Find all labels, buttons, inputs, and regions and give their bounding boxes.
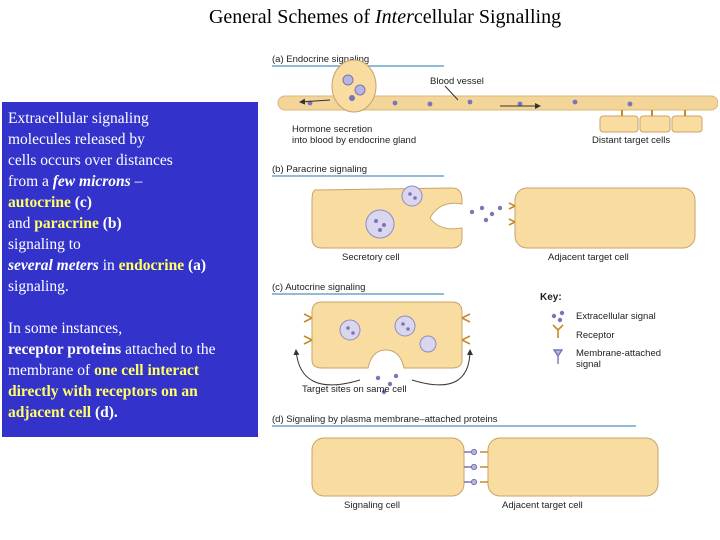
receptor-icon: [552, 324, 564, 338]
panel-paracrine: (b) Paracrine signaling Secretory cell A…: [272, 164, 696, 263]
paragraph-2: In some instances, receptor proteins att…: [8, 320, 216, 421]
target-cell: [599, 115, 639, 133]
secretory-cell-label: Secretory cell: [342, 252, 400, 263]
target-cell: [639, 115, 671, 133]
legend-extracellular: Extracellular signal: [576, 311, 656, 322]
blood-vessel: [277, 95, 718, 111]
panel-membrane-attached: (d) Signaling by plasma membrane–attache…: [272, 414, 659, 511]
explanation-box: Extracellular signaling molecules releas…: [2, 102, 258, 437]
hormone-caption-2: into blood by endocrine gland: [292, 135, 416, 146]
heading-paracrine: (b) Paracrine signaling: [272, 164, 367, 175]
blood-vessel-label: Blood vessel: [430, 76, 484, 87]
legend: Key: Extracellular signal Receptor Membr…: [540, 292, 661, 370]
panel-endocrine: (a) Endocrine signaling Blood vessel Hor…: [272, 54, 718, 146]
endocrine-gland: [331, 59, 377, 113]
legend-receptor: Receptor: [576, 330, 615, 341]
membrane-signal-icon: [552, 349, 564, 364]
heading-endocrine: (a) Endocrine signaling: [272, 54, 369, 65]
panel-autocrine: (c) Autocrine signaling Target sites on …: [272, 282, 473, 395]
heading-membrane-attached: (d) Signaling by plasma membrane–attache…: [272, 414, 498, 425]
distant-target-label: Distant target cells: [592, 135, 670, 146]
hormone-caption-1: Hormone secretion: [292, 124, 372, 135]
signaling-figure: (a) Endocrine signaling Blood vessel Hor…: [272, 54, 718, 511]
target-cell: [671, 115, 703, 133]
autocrine-cell: [311, 301, 463, 369]
signaling-cell: [311, 437, 465, 497]
adjacent-cell-label-d: Adjacent target cell: [502, 500, 583, 511]
paragraph-1: Extracellular signaling molecules releas…: [8, 110, 207, 295]
page-title: General Schemes of Intercellular Signall…: [208, 6, 562, 28]
extracellular-signal-icon: [551, 313, 557, 319]
legend-membrane-1: Membrane-attached: [576, 348, 661, 359]
legend-title: Key:: [540, 292, 562, 303]
heading-autocrine: (c) Autocrine signaling: [272, 282, 365, 293]
adjacent-target-cell: [514, 187, 696, 249]
target-sites-label: Target sites on same cell: [302, 384, 407, 395]
adjacent-cell-label-b: Adjacent target cell: [548, 252, 629, 263]
legend-membrane-2: signal: [576, 359, 601, 370]
adjacent-target-cell-d: [487, 437, 659, 497]
signaling-cell-label: Signaling cell: [344, 500, 400, 511]
